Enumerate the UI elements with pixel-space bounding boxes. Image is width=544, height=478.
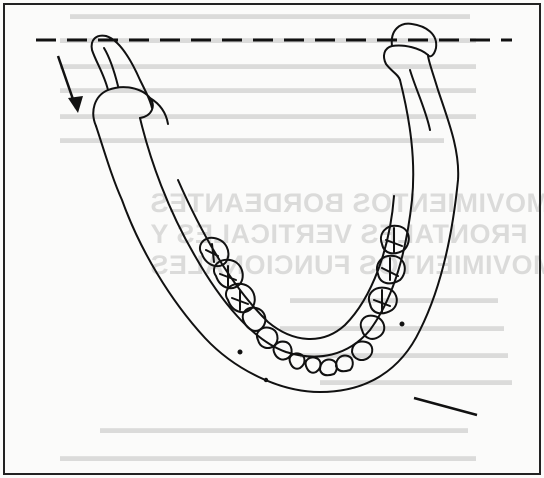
teeth-front [320, 355, 353, 375]
pointer-line [414, 398, 477, 415]
mandible-illustration [92, 24, 459, 392]
down-arrow-icon [58, 56, 83, 113]
